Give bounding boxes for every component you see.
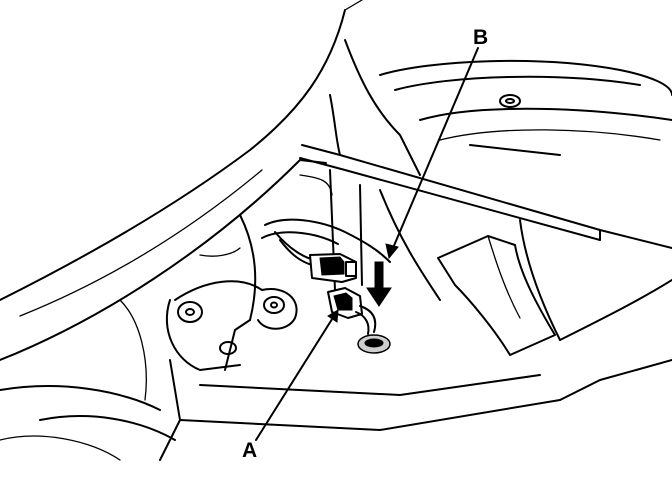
mounting-bracket [165,214,298,371]
callout-label-b: B [473,26,488,49]
left-body-panel [0,0,363,361]
connector-a [327,287,377,335]
spare-tire-well [379,59,672,156]
trim-cover [437,235,556,356]
harness-connector [309,253,357,283]
callout-label-a: A [242,439,257,462]
leader-lines [255,47,479,441]
wire-harness [261,218,391,266]
grommet [357,334,391,354]
insertion-arrow [366,261,392,307]
trunk-floor [0,299,672,461]
